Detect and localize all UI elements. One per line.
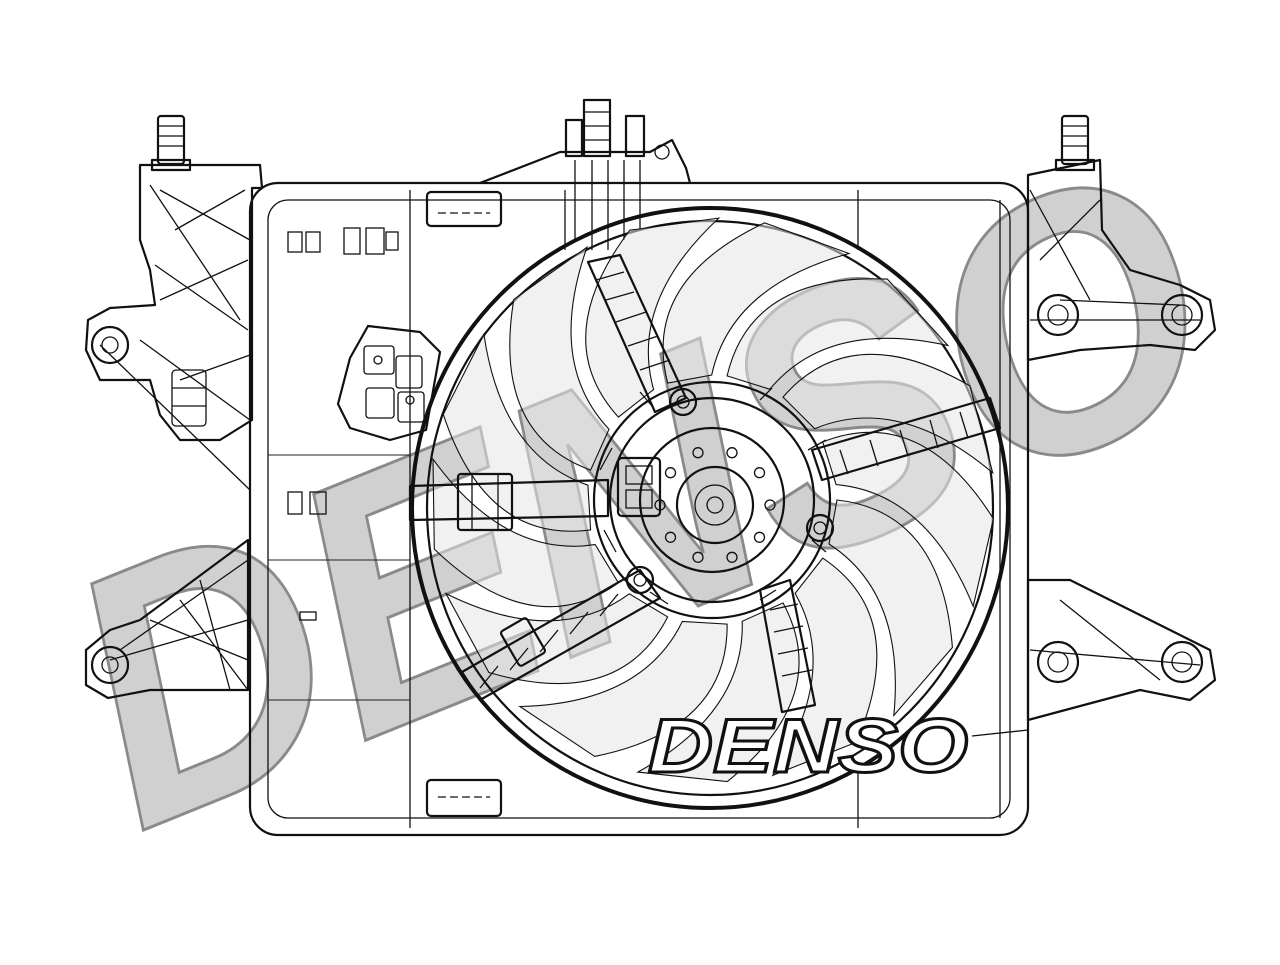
top-clip-tab [425, 190, 503, 228]
hub-bolt-hole [753, 531, 766, 543]
hub-bolt-hole [654, 499, 666, 511]
hub-bolt-hole [692, 551, 704, 563]
fan-blade [726, 278, 950, 390]
fan-blade [636, 602, 800, 783]
hub-bolt-hole [764, 499, 776, 511]
fan-blades [432, 217, 994, 783]
fan-blade [432, 457, 620, 608]
fan-blade [782, 353, 994, 475]
brand-logo-text: DENSO [648, 704, 968, 789]
brand-label: DENSO [647, 703, 1029, 791]
fan-blade [771, 557, 878, 777]
frame-clips [287, 227, 399, 621]
hub-bolt-hole [664, 531, 677, 543]
hub-bolt-hole [726, 551, 738, 563]
hub-bolt-hole [753, 467, 766, 479]
left-bolt-stud [150, 114, 192, 172]
fan-blade [662, 222, 851, 384]
motor-hub [592, 380, 832, 620]
strut-screws [625, 387, 835, 595]
hub-bolt-hole [726, 447, 738, 459]
watermark-text: DENSO [16, 89, 1261, 904]
fan-blade [585, 217, 721, 418]
fan-blade [828, 499, 953, 718]
right-mounting-bracket [1026, 158, 1217, 722]
fan-blade [518, 620, 728, 757]
hub-bolt-hole [692, 447, 704, 459]
hub-bolt-holes [654, 447, 776, 563]
support-struts [408, 253, 1002, 714]
hub-bolt-hole [664, 467, 677, 479]
fan-blade [509, 245, 610, 471]
bottom-clip-tab [425, 778, 503, 818]
fan-blade [822, 431, 994, 609]
fan-blade [444, 592, 669, 685]
left-mounting-bracket [84, 163, 264, 700]
right-bolt-stud [1054, 114, 1096, 172]
top-connector-housing [479, 98, 692, 250]
resistor-block [336, 324, 442, 442]
